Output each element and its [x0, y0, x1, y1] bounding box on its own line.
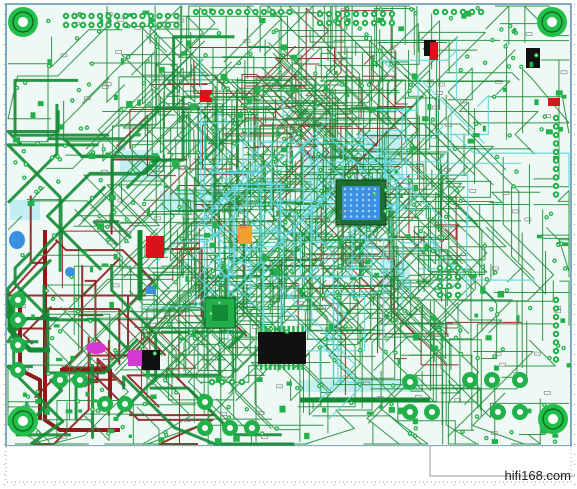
board-bottom-edge [5, 445, 575, 483]
mounting-holes [8, 7, 568, 436]
red-part-2 [200, 90, 212, 102]
connector-headers [62, 8, 560, 386]
magenta-part [128, 350, 142, 366]
soic-ic-chip [258, 326, 306, 370]
magenta-pad [86, 342, 106, 354]
main-processor-chip [335, 179, 387, 226]
blue-pad-left-2 [65, 267, 75, 277]
orange-part [238, 226, 252, 244]
components [9, 40, 560, 370]
red-part-3 [430, 42, 438, 60]
red-part-1 [146, 236, 164, 258]
watermark-text: hifi168.com [504, 468, 571, 483]
blue-pad-left-3 [146, 286, 156, 294]
regulator-chip [142, 350, 160, 370]
connector-block-top-right [526, 48, 540, 68]
red-part-4 [548, 98, 560, 106]
blue-pad-left-1 [9, 231, 25, 249]
